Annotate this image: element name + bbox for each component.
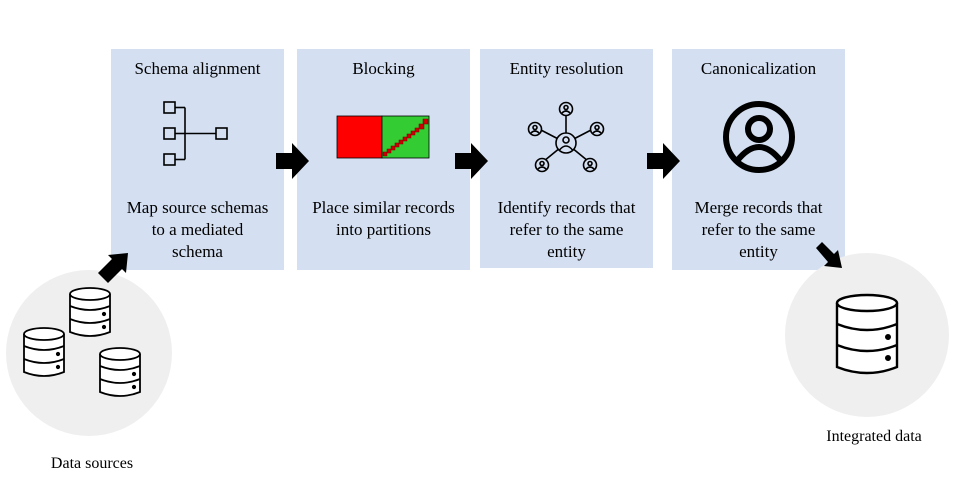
step-blocking: Blocking Place similar records into part… xyxy=(297,49,470,270)
step-description: Place similar records into partitions xyxy=(301,197,466,241)
description-line: entity xyxy=(547,242,586,261)
description-line: Place similar records xyxy=(312,198,455,217)
user-circle-icon xyxy=(723,101,795,173)
step-description: Map source schemas to a mediated schema xyxy=(115,197,280,263)
description-line: refer to the same xyxy=(509,220,624,239)
data-sources-label: Data sources xyxy=(50,455,134,472)
step-description: Identify records that refer to the same … xyxy=(484,197,649,263)
entity-network-icon xyxy=(527,101,605,173)
step-description: Merge records that refer to the same ent… xyxy=(676,197,841,263)
step-entity-resolution: Entity resolution xyxy=(480,49,653,268)
arrow-diagonal-up-icon xyxy=(98,253,128,283)
arrow-right-icon xyxy=(276,143,309,179)
step-title: Canonicalization xyxy=(700,59,817,78)
arrow-right-icon xyxy=(647,143,680,179)
description-line: Map source schemas xyxy=(126,198,269,217)
database-icon xyxy=(835,293,899,375)
schema-tree-icon xyxy=(163,101,228,166)
step-schema-alignment: Schema alignment Map source schemas to a… xyxy=(111,49,284,270)
arrow-right-icon xyxy=(455,143,488,179)
step-canonicalization: Canonicalization Merge records that refe… xyxy=(672,49,845,270)
description-line: refer to the same xyxy=(701,220,816,239)
description-line: to a mediated xyxy=(151,220,244,239)
description-line: entity xyxy=(739,242,778,261)
step-title: Schema alignment xyxy=(134,59,261,78)
step-title: Blocking xyxy=(352,59,415,78)
blocking-matrix-icon xyxy=(336,115,430,159)
description-line: Merge records that xyxy=(694,198,823,217)
step-title: Entity resolution xyxy=(509,59,624,78)
description-line: into partitions xyxy=(336,220,431,239)
description-line: Identify records that xyxy=(497,198,636,217)
integrated-data-label: Integrated data xyxy=(826,428,922,445)
arrow-diagonal-down-icon xyxy=(816,242,842,268)
description-line: schema xyxy=(172,242,223,261)
database-stack-icon xyxy=(23,287,141,397)
